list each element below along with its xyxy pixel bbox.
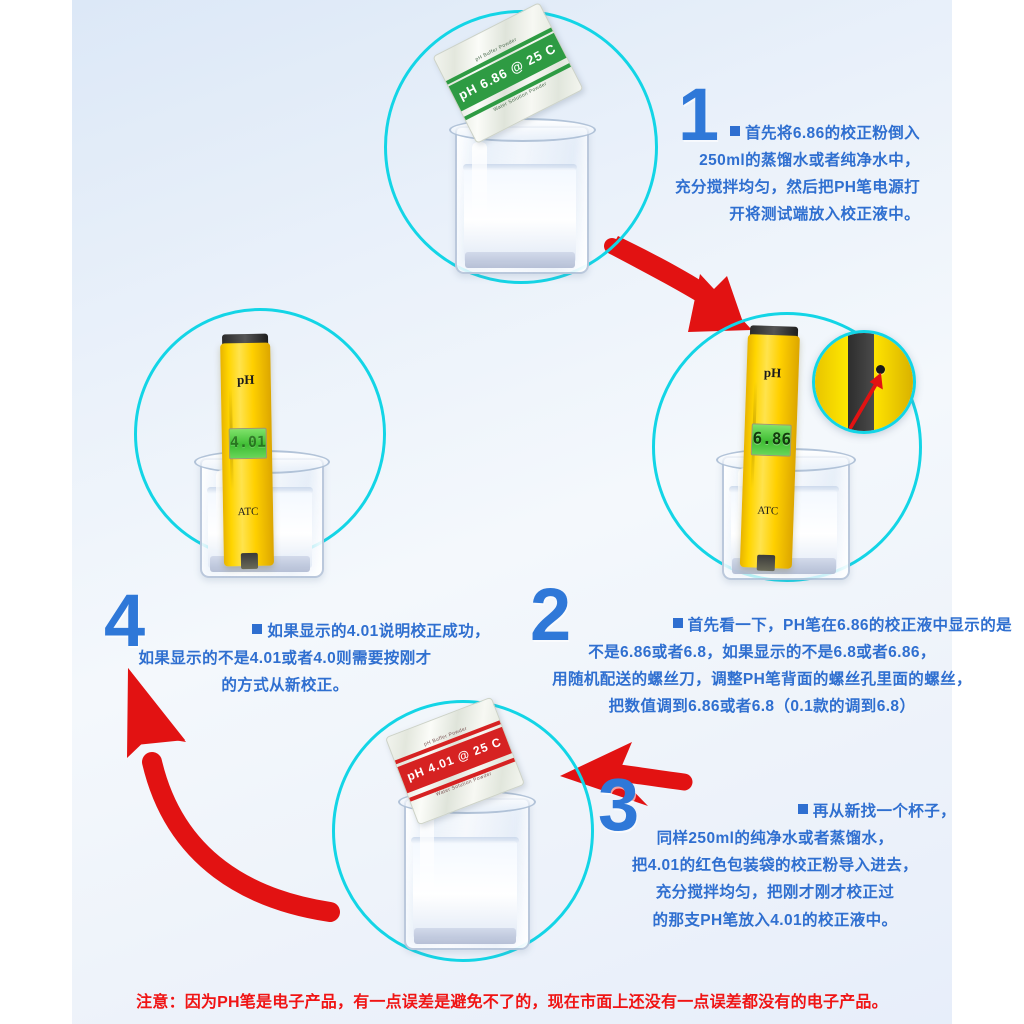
glass-waterline (411, 836, 519, 844)
ph-meter-lcd: 4.01 (228, 427, 268, 460)
ph-meter-reading: 6.86 (752, 427, 792, 449)
ph-meter-lcd: 6.86 (750, 422, 792, 457)
bullet-square-icon (672, 618, 683, 628)
step4-number: 4 (104, 579, 146, 662)
glass-base (413, 928, 517, 944)
step3-illustration-circle (332, 700, 594, 962)
ph-meter-probe (756, 554, 776, 572)
bullet-square-icon (797, 804, 808, 814)
inset-black-strip (848, 333, 874, 431)
step1-number: 1 (678, 73, 720, 156)
ph-meter-body: pH 6.86 ATC (739, 334, 800, 569)
step1-text: 首先将6.86的校正粉倒入 250ml的蒸馏水或者纯净水中， 充分搅拌均匀，然后… (675, 125, 920, 224)
step3-text: 再从新找一个杯子， 同样250ml的纯净水或者蒸馏水， 把4.01的红色包装袋的… (631, 803, 956, 929)
glass-waterline (462, 163, 578, 171)
ph-meter-reading: 4.01 (229, 432, 267, 452)
step4-text: 如果显示的4.01说明校正成功， 如果显示的不是4.01或者4.0则需要按刚才 … (138, 623, 490, 695)
step3-glass-of-water (397, 790, 537, 950)
glass-highlight (419, 814, 435, 901)
ph-meter-probe (240, 552, 258, 570)
step4-ph-meter: pH 4.01 ATC (220, 333, 275, 570)
ph-meter-body: pH 4.01 ATC (220, 342, 275, 567)
bullet-square-icon (730, 126, 741, 136)
glass-highlight (471, 142, 488, 226)
step2-illustration-circle (652, 312, 922, 582)
step2-number: 2 (530, 573, 572, 656)
inset-pointer-arrow (848, 372, 883, 430)
ph-meter-bottom-label: ATC (237, 505, 259, 518)
step3-number: 3 (598, 763, 640, 846)
inset-yellow-left (815, 333, 849, 431)
screw-hole-detail-inset (812, 330, 916, 434)
step2-text: 首先看一下，PH笔在6.86的校正液中显示的是 不是6.86或者6.8，如果显示… (552, 617, 1012, 716)
ph-meter-bottom-label: ATC (757, 504, 779, 518)
ph-meter-top-label: pH (236, 371, 255, 388)
glass-base (465, 252, 575, 268)
warning-note: 注意：因为PH笔是电子产品，有一点误差是避免不了的，现在市面上还没有一点误差都没… (136, 994, 888, 1011)
step2-ph-meter: pH 6.86 ATC (739, 325, 800, 572)
screw-hole (875, 365, 885, 375)
bullet-square-icon (252, 624, 263, 634)
ph-meter-top-label: pH (763, 365, 782, 381)
